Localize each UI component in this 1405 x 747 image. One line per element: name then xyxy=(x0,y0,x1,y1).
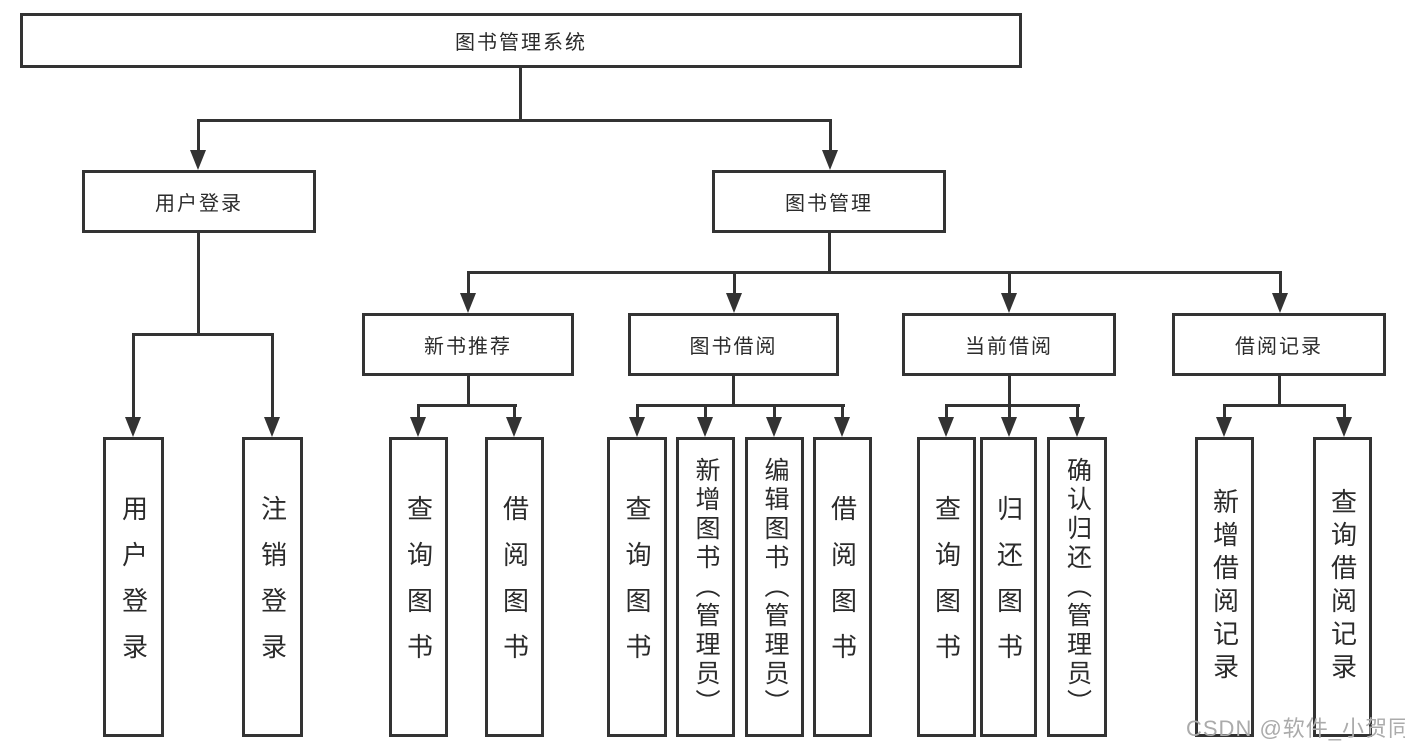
connector-line xyxy=(197,119,832,122)
node-borrowing-records: 借阅记录 xyxy=(1172,313,1386,376)
connector-line xyxy=(732,376,735,407)
connector-line xyxy=(1008,271,1011,296)
connector-line xyxy=(1343,404,1346,420)
connector-line xyxy=(636,404,639,420)
leaf-user-login-label: 用户登录 xyxy=(118,495,149,679)
leaf-query-borrow-record: 查询借阅记录 xyxy=(1313,437,1372,737)
node-new-book-recommend: 新书推荐 xyxy=(362,313,574,376)
connector-line xyxy=(197,119,200,152)
connector-line xyxy=(467,271,470,296)
leaf-add-borrow-record-label: 新增借阅记录 xyxy=(1209,488,1240,686)
connector-line xyxy=(1008,376,1011,407)
arrowhead-down-icon xyxy=(834,417,850,437)
connector-line xyxy=(1278,376,1281,407)
node-current-borrowing-label: 当前借阅 xyxy=(965,336,1053,358)
connector-line xyxy=(132,333,274,336)
connector-line xyxy=(467,376,470,407)
leaf-borrow-books-2: 借阅图书 xyxy=(813,437,872,737)
leaf-query-borrow-record-label: 查询借阅记录 xyxy=(1327,488,1358,686)
leaf-query-books-2-label: 查询图书 xyxy=(622,495,652,679)
connector-line xyxy=(1279,271,1282,296)
connector-line xyxy=(417,404,420,420)
arrowhead-down-icon xyxy=(697,417,713,437)
connector-line xyxy=(733,271,736,296)
arrowhead-down-icon xyxy=(766,417,782,437)
leaf-confirm-return-admin: 确认归还（管理员） xyxy=(1047,437,1107,737)
leaf-borrow-books-1: 借阅图书 xyxy=(485,437,544,737)
node-book-borrowing-label: 图书借阅 xyxy=(689,336,778,358)
leaf-query-books-1: 查询图书 xyxy=(389,437,448,737)
node-root-label: 图书管理系统 xyxy=(455,32,587,54)
connector-line xyxy=(945,404,948,420)
connector-line xyxy=(417,404,517,407)
leaf-edit-book-admin-label: 编辑图书（管理员） xyxy=(761,456,789,718)
arrowhead-down-icon xyxy=(264,417,280,437)
arrowhead-down-icon xyxy=(1001,417,1017,437)
leaf-add-book-admin-label: 新增图书（管理员） xyxy=(692,456,720,718)
connector-line xyxy=(519,66,522,122)
node-book-borrowing: 图书借阅 xyxy=(628,313,839,376)
arrowhead-down-icon xyxy=(1272,293,1288,313)
arrowhead-down-icon xyxy=(1216,417,1232,437)
leaf-query-books-3-label: 查询图书 xyxy=(931,495,962,679)
leaf-user-login: 用户登录 xyxy=(103,437,164,737)
leaf-return-book-label: 归还图书 xyxy=(993,495,1024,679)
arrowhead-down-icon xyxy=(410,417,426,437)
leaf-return-book: 归还图书 xyxy=(980,437,1037,737)
connector-line xyxy=(467,271,1282,274)
arrowhead-down-icon xyxy=(1001,293,1017,313)
connector-line xyxy=(271,333,274,419)
node-new-book-recommend-label: 新书推荐 xyxy=(424,336,512,358)
connector-line xyxy=(841,404,844,420)
csdn-watermark: CSDN @软件_小贺同学 xyxy=(1186,716,1405,741)
leaf-logout: 注销登录 xyxy=(242,437,303,737)
node-current-borrowing: 当前借阅 xyxy=(902,313,1116,376)
arrowhead-down-icon xyxy=(629,417,645,437)
leaf-query-books-3: 查询图书 xyxy=(917,437,976,737)
leaf-borrow-books-2-label: 借阅图书 xyxy=(827,495,858,679)
connector-line xyxy=(513,404,516,420)
connector-line xyxy=(945,404,1080,407)
connector-line xyxy=(1223,404,1226,420)
leaf-logout-label: 注销登录 xyxy=(257,495,288,679)
connector-line xyxy=(1223,404,1346,407)
arrowhead-down-icon xyxy=(938,417,954,437)
node-user-login: 用户登录 xyxy=(82,170,316,233)
connector-line xyxy=(197,232,200,336)
connector-line xyxy=(704,404,707,420)
node-user-login-label: 用户登录 xyxy=(155,193,243,215)
node-borrowing-records-label: 借阅记录 xyxy=(1235,336,1323,358)
leaf-edit-book-admin: 编辑图书（管理员） xyxy=(745,437,804,737)
arrowhead-down-icon xyxy=(1069,417,1085,437)
connector-line xyxy=(132,333,135,419)
connector-line xyxy=(1076,404,1079,420)
leaf-borrow-books-1-label: 借阅图书 xyxy=(499,495,530,679)
arrowhead-down-icon xyxy=(190,150,206,170)
connector-line xyxy=(636,404,845,407)
leaf-confirm-return-admin-label: 确认归还（管理员） xyxy=(1063,456,1092,718)
connector-line xyxy=(773,404,776,420)
connector-line xyxy=(1008,404,1011,420)
connector-line xyxy=(828,233,831,274)
arrowhead-down-icon xyxy=(125,417,141,437)
node-book-management-label: 图书管理 xyxy=(785,193,873,215)
arrowhead-down-icon xyxy=(1336,417,1352,437)
arrowhead-down-icon xyxy=(460,293,476,313)
arrowhead-down-icon xyxy=(506,417,522,437)
arrowhead-down-icon xyxy=(822,150,838,170)
arrowhead-down-icon xyxy=(726,293,742,313)
leaf-query-books-1-label: 查询图书 xyxy=(403,495,434,679)
node-root: 图书管理系统 xyxy=(20,13,1022,68)
leaf-add-borrow-record: 新增借阅记录 xyxy=(1195,437,1254,737)
connector-line xyxy=(829,119,832,152)
leaf-query-books-2: 查询图书 xyxy=(607,437,667,737)
leaf-add-book-admin: 新增图书（管理员） xyxy=(676,437,735,737)
node-book-management: 图书管理 xyxy=(712,170,946,233)
